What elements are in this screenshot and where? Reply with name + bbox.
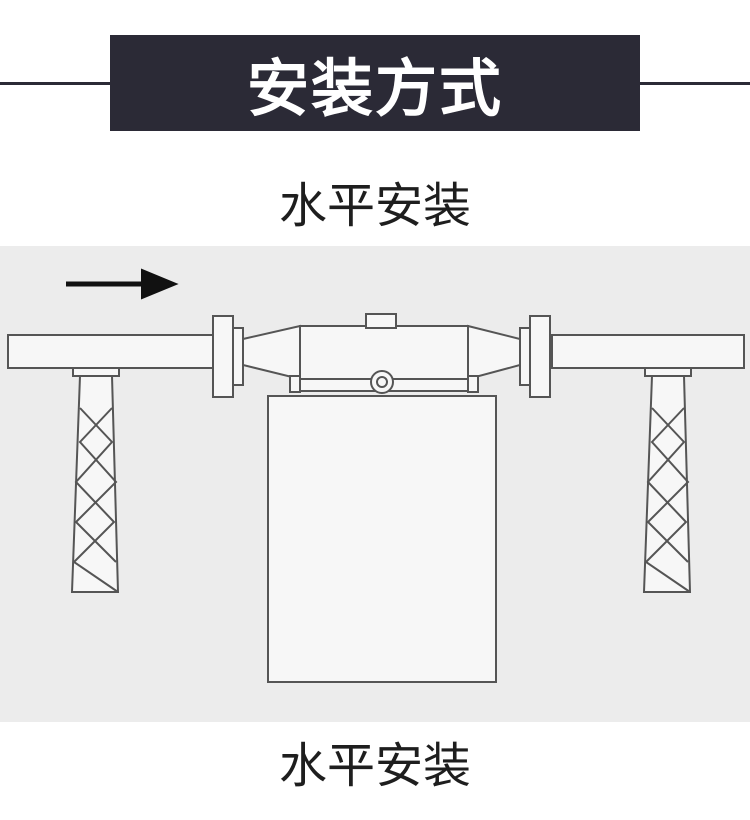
support-right xyxy=(642,367,692,593)
diagram-panel xyxy=(0,246,750,722)
meter-connection-lug-left xyxy=(289,375,301,393)
installation-diagram xyxy=(7,268,745,683)
header-banner: 安装方式 xyxy=(110,35,640,131)
converter-box xyxy=(267,395,497,683)
caption-bottom: 水平安装 xyxy=(278,738,471,794)
meter-reducer-left xyxy=(242,324,301,381)
caption-top: 水平安装 xyxy=(278,178,471,234)
support-left xyxy=(70,367,120,593)
header-rule-right xyxy=(640,82,750,85)
flow-direction-arrow-icon xyxy=(66,268,179,300)
pipe-left xyxy=(7,334,215,369)
meter-port-inner xyxy=(376,376,388,388)
meter-connection-lug-right xyxy=(467,375,479,393)
flange-right-inner xyxy=(519,327,531,386)
meter-reducer-right xyxy=(467,324,521,381)
flange-right-outer xyxy=(529,315,551,398)
flange-left-outer xyxy=(212,315,234,398)
header-title: 安装方式 xyxy=(246,52,503,125)
pipe-right xyxy=(551,334,745,369)
meter-top-nameplate xyxy=(365,313,397,329)
flange-left-inner xyxy=(232,327,244,386)
header-rule-left xyxy=(0,82,110,85)
